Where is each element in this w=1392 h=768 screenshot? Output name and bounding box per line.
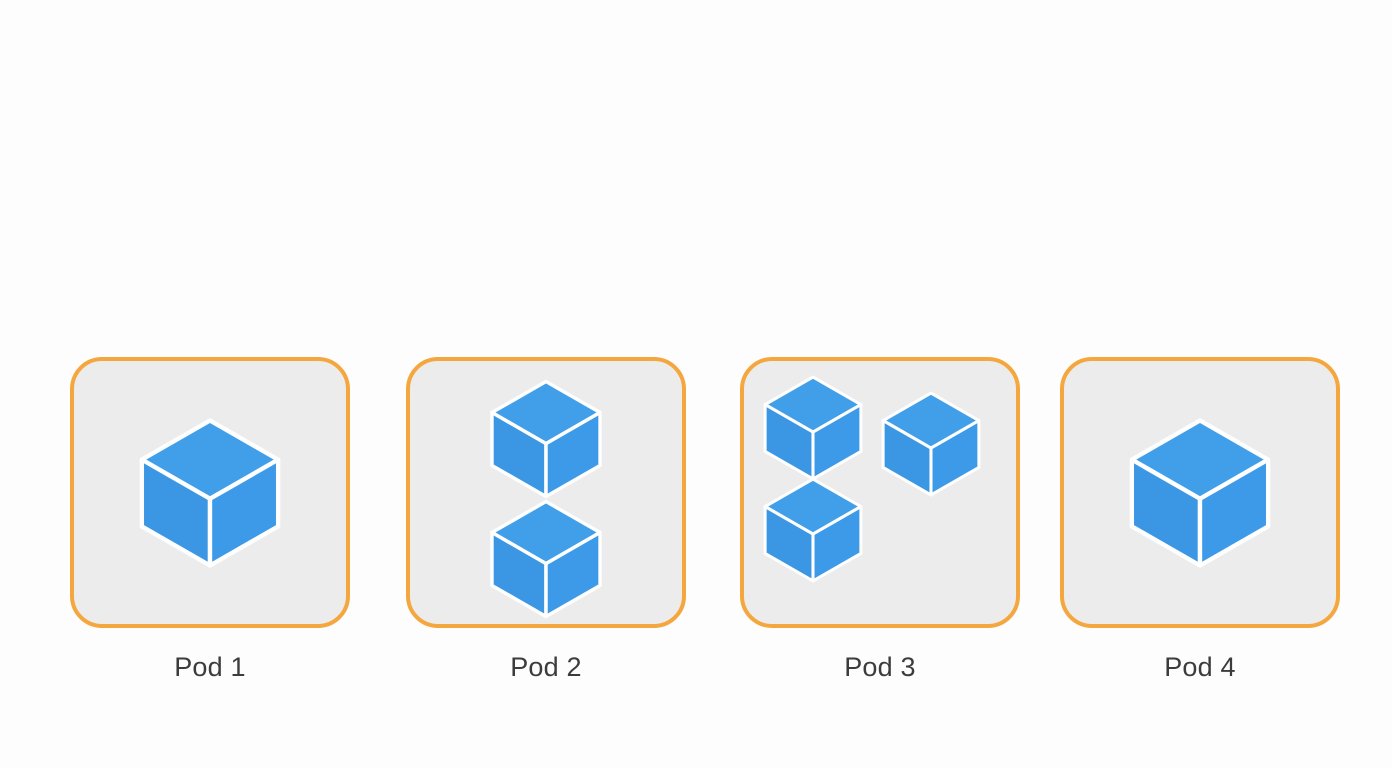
- pod-card-2[interactable]: Pod 2: [406, 357, 686, 682]
- cube-icon: [490, 499, 602, 619]
- pod-card-surface[interactable]: [1060, 357, 1340, 628]
- pod-card-3[interactable]: Pod 3: [740, 357, 1020, 682]
- cube-icon: [490, 379, 602, 499]
- pod-cube-group: [410, 361, 682, 624]
- cube-icon: [1129, 417, 1271, 568]
- cube-icon: [763, 375, 863, 481]
- pod-cube-group: [1064, 361, 1336, 624]
- pod-cube-group: [744, 361, 1016, 624]
- pod-label: Pod 3: [844, 652, 916, 682]
- pod-card-4[interactable]: Pod 4: [1060, 357, 1340, 682]
- cube-icon: [881, 391, 981, 497]
- cube-icon: [763, 477, 863, 583]
- pod-label: Pod 1: [174, 652, 246, 682]
- pod-card-surface[interactable]: [406, 357, 686, 628]
- cube-icon: [139, 417, 281, 568]
- pod-label: Pod 4: [1164, 652, 1236, 682]
- pod-card-1[interactable]: Pod 1: [70, 357, 350, 682]
- pod-card-surface[interactable]: [70, 357, 350, 628]
- pod-card-surface[interactable]: [740, 357, 1020, 628]
- pod-cube-group: [74, 361, 346, 624]
- pod-label: Pod 2: [510, 652, 582, 682]
- pods-row: Pod 1 Pod 2 Pod 3 Pod 4: [0, 357, 1392, 697]
